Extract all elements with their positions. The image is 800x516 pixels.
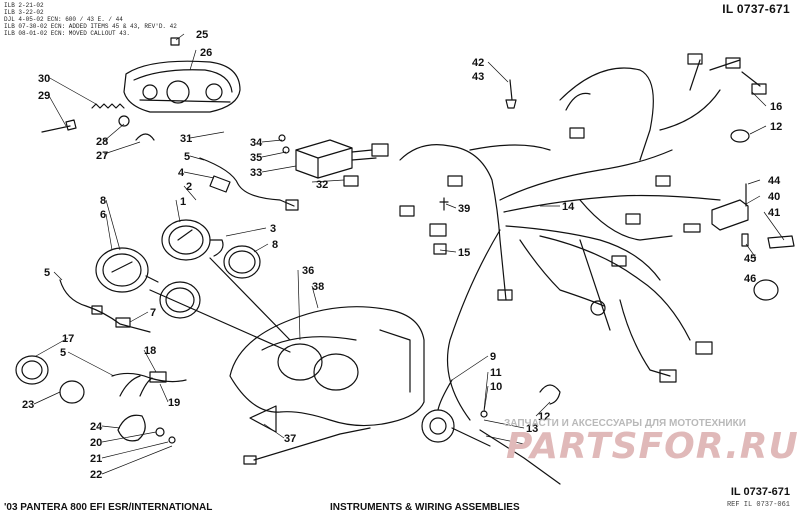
gauge-ring (159, 281, 201, 319)
callout-32: 32 (316, 179, 328, 191)
callout-28: 28 (96, 136, 108, 148)
callout-9: 9 (490, 351, 496, 363)
gauge-small (15, 355, 49, 385)
regulator (295, 139, 389, 179)
fuse (741, 233, 749, 247)
cable (253, 427, 371, 461)
callout-34: 34 (250, 137, 263, 149)
reference-number: REF IL 0737-061 (726, 501, 790, 509)
callout-24: 24 (90, 421, 103, 433)
callout-33: 33 (250, 167, 262, 179)
callout-35: 35 (250, 152, 262, 164)
callout-14: 14 (562, 201, 575, 213)
callout-2: 2 (186, 181, 192, 193)
diagram-title: INSTRUMENTS & WIRING ASSEMBLIES (330, 502, 520, 513)
callout-43: 43 (472, 71, 484, 83)
revision-line: ILB 2-21-02 (4, 2, 44, 9)
callout-36: 36 (302, 265, 314, 277)
callout-25: 25 (196, 29, 208, 41)
gauge-housing (123, 60, 241, 113)
bulb (118, 115, 130, 127)
lamp-socket (41, 119, 77, 133)
callout-40: 40 (768, 191, 780, 203)
revision-notes: ILB 2-21-02 ILB 3-22-02 DJL 4-05-02 ECN:… (4, 2, 177, 37)
callout-19: 19 (168, 397, 180, 409)
watermark-text: ЗАПЧАСТИ И АКСЕССУАРЫ ДЛЯ МОТОТЕХНИКИ (504, 418, 746, 429)
callout-38: 38 (312, 281, 324, 293)
bracket (135, 133, 155, 141)
callout-29: 29 (38, 90, 50, 102)
key-switch (421, 409, 491, 447)
watermark-logo: PARTSFOR.RU (506, 426, 799, 467)
main-wiring-harness (399, 59, 761, 421)
callout-13: 13 (526, 423, 538, 435)
callout-27: 27 (96, 150, 108, 162)
callout-20: 20 (90, 437, 102, 449)
callout-42: 42 (472, 57, 484, 69)
grommet (730, 129, 750, 143)
callout-8: 8 (272, 239, 278, 251)
callout-18: 18 (144, 345, 156, 357)
clip (170, 37, 180, 46)
revision-line: DJL 4-05-02 ECN: 600 / 43 E. / 44 (4, 16, 123, 23)
callout-26: 26 (200, 47, 212, 59)
gauge-ring (59, 380, 85, 404)
callout-6: 6 (100, 209, 106, 221)
callout-3: 3 (270, 223, 276, 235)
dashboard-panel (229, 306, 425, 427)
temp-sensor (505, 79, 517, 109)
callout-39: 39 (458, 203, 470, 215)
callout-12: 12 (770, 121, 782, 133)
callout-5: 5 (60, 347, 66, 359)
callout-8: 8 (100, 195, 106, 207)
connector (343, 175, 359, 187)
wiring-pigtail (59, 279, 151, 333)
revision-line: ILB 08-01-02 ECN: MOVED CALLOUT 43. (4, 30, 131, 37)
spring (91, 103, 125, 109)
revision-line: ILB 3-22-02 (4, 9, 44, 16)
callout-7: 7 (150, 307, 156, 319)
gauge-ring (223, 245, 261, 279)
callout-44: 44 (768, 175, 781, 187)
illustration-number-top: IL 0737-671 (722, 2, 790, 16)
disc (753, 279, 779, 301)
callout-17: 17 (62, 333, 74, 345)
gauge-speedo (95, 247, 159, 293)
callout-21: 21 (90, 453, 102, 465)
callout-22: 22 (90, 469, 102, 481)
cable (479, 429, 561, 485)
callout-45: 45 (744, 253, 756, 265)
callout-11: 11 (490, 367, 502, 379)
illustration-number-bottom: IL 0737-671 (730, 486, 790, 498)
warning-decal (249, 405, 277, 433)
callout-5: 5 (184, 151, 190, 163)
callout-5: 5 (44, 267, 50, 279)
callout-12: 12 (538, 411, 550, 423)
gauge-tach (161, 219, 224, 261)
callout-46: 46 (744, 273, 756, 285)
callout-16: 16 (770, 101, 782, 113)
callout-23: 23 (22, 399, 34, 411)
callout-37: 37 (284, 433, 296, 445)
control-module (711, 199, 749, 231)
model-caption: '03 PANTERA 800 EFI ESR/INTERNATIONAL (4, 502, 213, 513)
snap-ring (539, 384, 561, 405)
revision-line: ILB 07-30-02 ECN: ADDED ITEMS 45 & 43, R… (4, 23, 177, 30)
callout-1: 1 (180, 196, 186, 208)
wiring-pigtail (199, 157, 295, 207)
callout-31: 31 (180, 133, 192, 145)
switch (117, 414, 146, 442)
callout-10: 10 (490, 381, 502, 393)
callout-15: 15 (458, 247, 470, 259)
callout-41: 41 (768, 207, 780, 219)
callout-4: 4 (178, 167, 185, 179)
pad (767, 235, 795, 249)
callout-30: 30 (38, 73, 50, 85)
